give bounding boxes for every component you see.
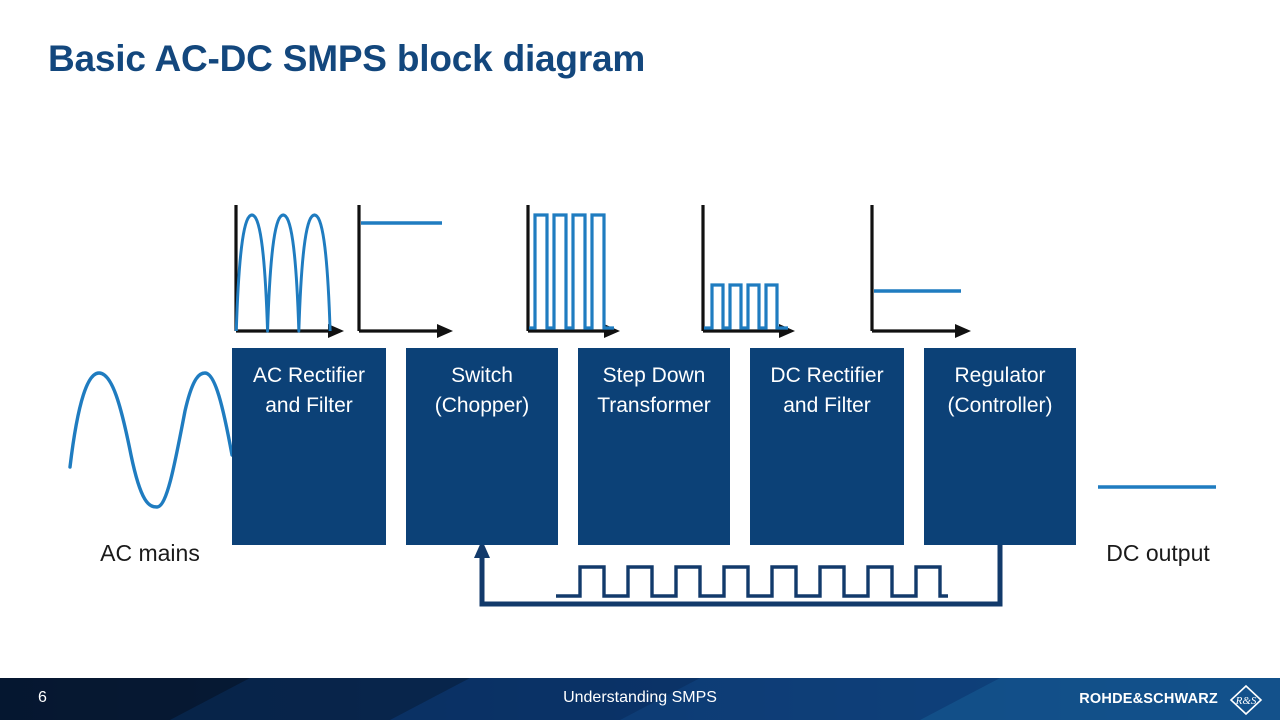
waveform-plot-chopped-pulses — [526, 205, 620, 338]
slide-footer: 6 Understanding SMPS ROHDE&SCHWARZ R&S — [0, 678, 1280, 720]
block-label-line2: (Controller) — [947, 393, 1053, 417]
block-dc-rectifier-and-filter[interactable]: DC Rectifier and Filter — [750, 348, 904, 545]
block-label-line1: Regulator — [954, 364, 1046, 387]
block-label-line1: DC Rectifier — [770, 364, 884, 387]
block-label: Switch (Chopper) — [406, 361, 558, 421]
footer-background — [0, 678, 1280, 720]
block-label: AC Rectifier and Filter — [232, 361, 386, 421]
ac-mains-label: AC mains — [100, 540, 200, 566]
block-label-line1: AC Rectifier — [252, 364, 366, 387]
block-label: Regulator (Controller) — [924, 361, 1076, 421]
dc-output-label: DC output — [1106, 540, 1210, 566]
footer-title: Understanding SMPS — [563, 689, 717, 706]
block-label-line2: and Filter — [783, 393, 871, 417]
block-label-line1: Step Down — [602, 364, 706, 387]
waveform-plot-smoothed-dc — [357, 205, 453, 338]
rohde-schwarz-logo-icon: R&S — [1229, 684, 1263, 716]
block-label-line1: Switch — [451, 364, 513, 387]
ac-mains-sine-icon — [68, 371, 234, 509]
waveform-plot-rectified-sine — [234, 205, 344, 338]
block-label: Step Down Transformer — [578, 361, 730, 421]
block-label-line2: Transformer — [597, 393, 711, 417]
svg-text:R&S: R&S — [1235, 695, 1257, 707]
block-label-line2: (Chopper) — [434, 393, 530, 417]
block-step-down-transformer[interactable]: Step Down Transformer — [578, 348, 730, 545]
pwm-feedback-path — [474, 540, 1003, 607]
block-regulator-controller[interactable]: Regulator (Controller) — [924, 348, 1076, 545]
block-label-line2: and Filter — [265, 393, 353, 417]
footer-page-number: 6 — [38, 689, 47, 706]
waveform-plot-regulated-dc — [870, 205, 971, 338]
block-diagram: AC Rectifier and Filter Switch (Chopper)… — [68, 205, 1216, 607]
footer-brand-name: ROHDE&SCHWARZ — [1079, 691, 1218, 707]
page-title: Basic AC-DC SMPS block diagram — [48, 38, 646, 79]
block-switch-chopper[interactable]: Switch (Chopper) — [406, 348, 558, 545]
block-ac-rectifier-and-filter[interactable]: AC Rectifier and Filter — [232, 348, 386, 545]
waveform-plot-stepped-down-pulses — [701, 205, 795, 338]
block-label: DC Rectifier and Filter — [750, 361, 904, 421]
